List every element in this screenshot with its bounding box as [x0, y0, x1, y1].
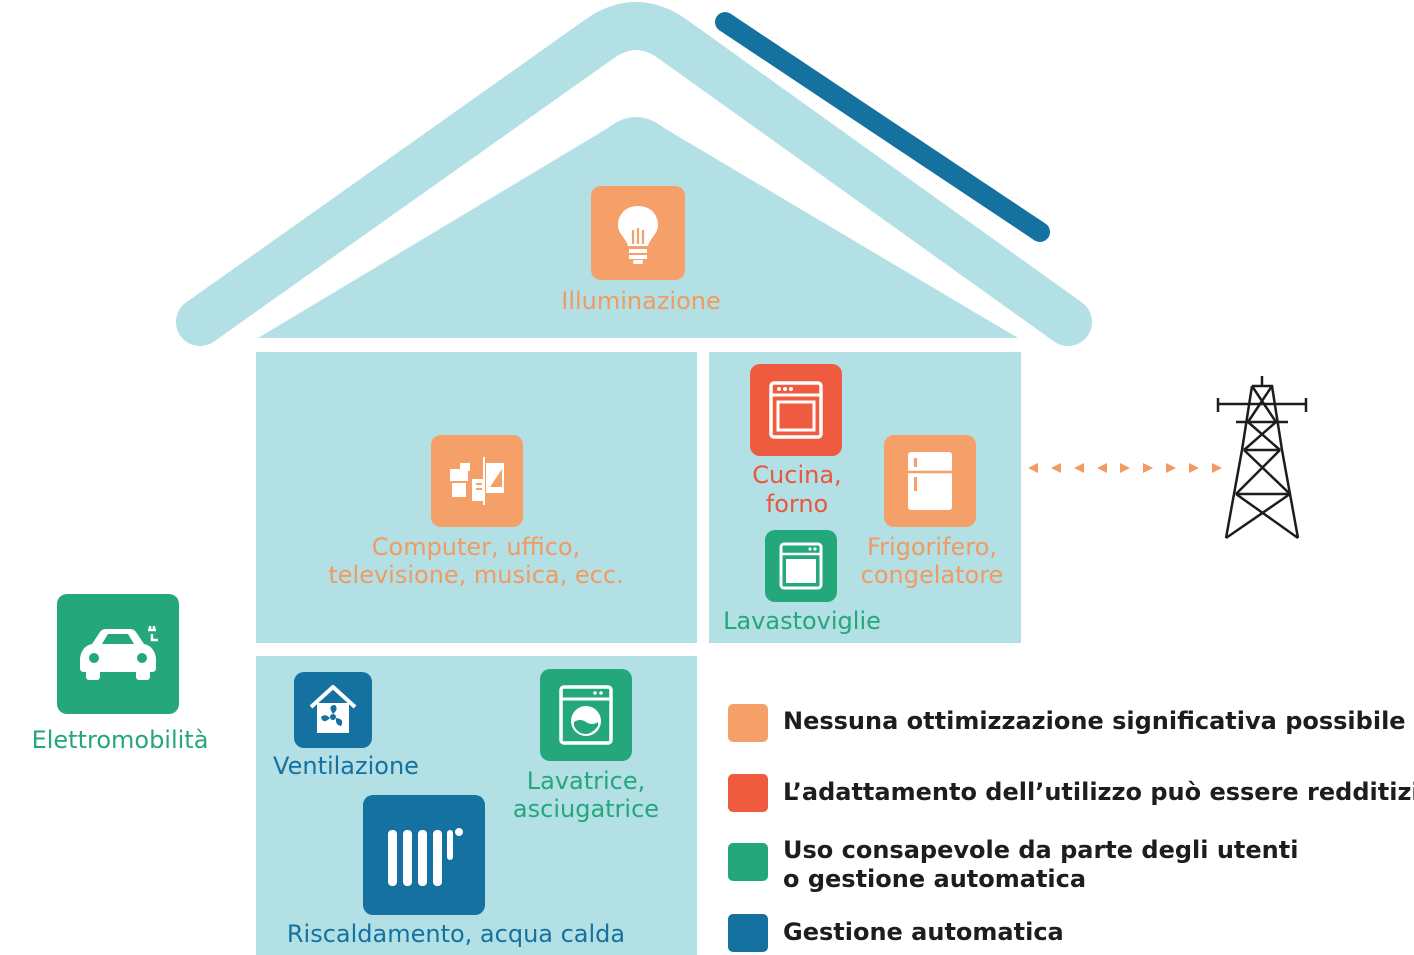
fridge-label-line1: Frigorifero,	[867, 533, 997, 561]
legend-swatch-blue	[728, 914, 768, 952]
legend-text-green-line1: Uso consapevole da parte degli utenti	[783, 836, 1299, 864]
lighting-label: Illuminazione	[561, 287, 721, 315]
dishwasher-label: Lavastoviglie	[723, 607, 881, 635]
ventilation-house-icon	[309, 685, 357, 733]
legend-swatch-orange	[728, 704, 768, 742]
lighting-tile	[591, 186, 685, 280]
fridge-label-line2: congelatore	[860, 561, 1004, 589]
computer-devices-icon	[450, 457, 504, 505]
legend-swatch-green	[728, 843, 768, 881]
legend-swatch-red	[728, 774, 768, 812]
legend-text-red: L’adattamento dell’utilizzo può essere r…	[783, 778, 1414, 806]
computer-tile	[431, 435, 523, 527]
heating-tile	[363, 795, 485, 915]
legend-text-green-line2: o gestione automatica	[783, 865, 1087, 893]
computer-label-line1: Computer, uffico,	[371, 533, 581, 561]
emobility-label: Elettromobilità	[31, 726, 209, 754]
heating-label: Riscaldamento, acqua calda	[286, 920, 626, 948]
solar-panel	[715, 12, 1050, 242]
oven-tile	[750, 364, 842, 456]
dishwasher-icon	[779, 542, 823, 590]
fridge-tile	[884, 435, 976, 527]
washer-label-line1: Lavatrice,	[526, 767, 646, 795]
kitchen-label-line1: Cucina,	[752, 461, 842, 489]
kitchen-label-line2: forno	[765, 490, 829, 518]
fridge-icon	[908, 452, 952, 510]
computer-label-line2: televisione, musica, ecc.	[328, 561, 624, 589]
radiator-icon	[388, 828, 463, 886]
ventilation-tile	[294, 672, 372, 748]
legend-text-orange: Nessuna ottimizzazione significativa pos…	[783, 707, 1406, 735]
grid-connection-arrows	[1005, 463, 1222, 473]
light-bulb-icon	[618, 206, 658, 264]
washer-tile	[540, 669, 632, 761]
electric-car-icon	[80, 626, 158, 680]
washer-label-line2: asciugatrice	[512, 795, 660, 823]
ventilation-label: Ventilazione	[273, 752, 419, 780]
oven-icon	[769, 381, 823, 439]
washing-machine-icon	[559, 685, 613, 745]
emobility-tile	[57, 594, 179, 714]
power-pylon-icon	[1216, 376, 1308, 540]
legend-text-blue: Gestione automatica	[783, 918, 1064, 946]
dishwasher-tile	[765, 530, 837, 602]
